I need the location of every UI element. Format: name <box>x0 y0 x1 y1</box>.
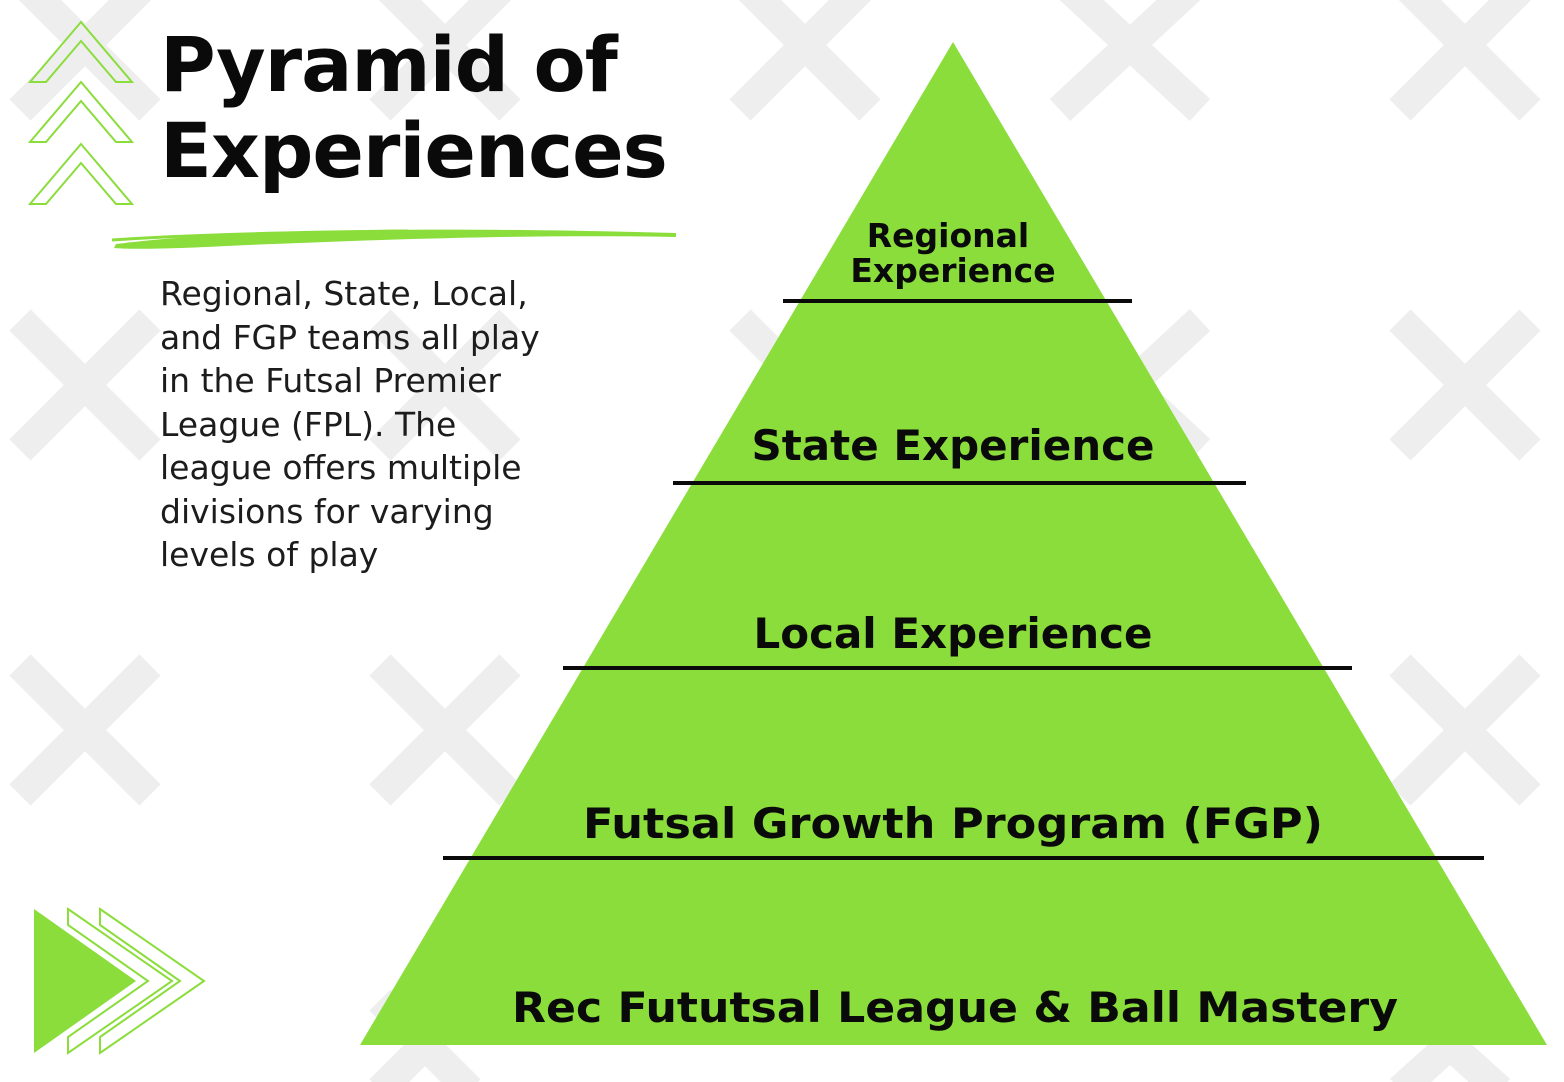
page-title: Pyramid of Experiences <box>160 20 668 195</box>
tier-rec-label: Rec Fututsal League & Ball Mastery <box>512 983 1398 1032</box>
brush-underline <box>111 229 676 249</box>
stacked-up-chevrons-icon <box>27 20 135 205</box>
tier-local-label: Local Experience <box>753 609 1152 658</box>
tier-fgp-label: Futsal Growth Program (FGP) <box>583 799 1323 848</box>
tier-regional-line-2: Experience <box>850 251 1055 290</box>
tier-state-label: State Experience <box>751 421 1154 470</box>
forward-arrows-icon <box>34 907 206 1055</box>
pyramid-shape <box>360 42 1547 1045</box>
title-line-2: Experiences <box>160 106 668 195</box>
title-line-1: Pyramid of <box>160 20 618 109</box>
description-text: Regional, State, Local, and FGP teams al… <box>160 274 540 574</box>
tier-regional-line-1: Regional <box>867 216 1029 255</box>
